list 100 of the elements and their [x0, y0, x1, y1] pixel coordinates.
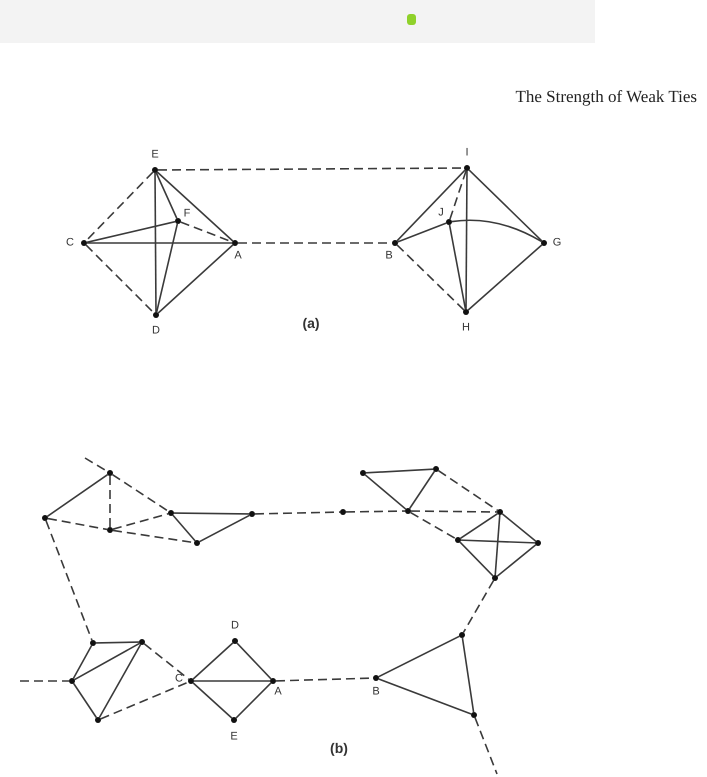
graph-node — [535, 540, 541, 546]
graph-node — [69, 678, 75, 684]
solid-line — [156, 171, 234, 242]
dashed-line — [474, 718, 498, 774]
dashed-line — [396, 244, 464, 310]
solid-line — [378, 636, 460, 678]
solid-line — [156, 224, 178, 312]
graph-node — [175, 218, 181, 224]
node-label: C — [66, 238, 74, 248]
graph-node — [231, 717, 237, 723]
solid-line — [158, 244, 234, 314]
graph-node — [360, 470, 366, 476]
graph-node — [471, 712, 477, 718]
dashed-line — [112, 513, 168, 530]
solid-line — [154, 173, 157, 312]
graph-node — [139, 639, 145, 645]
graph-node — [152, 167, 158, 173]
dashed-line — [144, 643, 190, 680]
solid-line — [174, 512, 250, 515]
solid-line — [462, 638, 474, 712]
solid-line — [502, 513, 536, 542]
graph-node — [497, 509, 503, 515]
solid-line — [47, 474, 108, 517]
dashed-line — [254, 511, 340, 515]
solid-line — [468, 244, 542, 311]
solid-line — [409, 471, 435, 509]
graph-node — [81, 240, 87, 246]
graph-node — [433, 466, 439, 472]
solid-line — [192, 682, 232, 719]
solid-line — [448, 224, 466, 310]
node-label: I — [465, 148, 469, 158]
solid-line — [74, 642, 140, 680]
dashed-line — [449, 170, 467, 220]
dashed-line — [20, 680, 69, 682]
dashed-line — [86, 244, 154, 314]
solid-line — [366, 468, 434, 474]
dashed-line — [438, 470, 498, 511]
graph-node — [194, 540, 200, 546]
dashed-line — [112, 474, 169, 512]
graph-node — [232, 240, 238, 246]
solid-line — [378, 678, 472, 715]
solid-line — [98, 644, 142, 718]
dashed-line — [100, 681, 189, 720]
solid-line — [192, 642, 234, 680]
node-label: A — [274, 686, 282, 698]
solid-line — [460, 542, 494, 576]
panel-label: (b) — [330, 741, 348, 755]
node-label: B — [385, 250, 393, 262]
solid-line — [73, 683, 97, 718]
graph-node — [446, 219, 452, 225]
solid-line — [236, 642, 272, 680]
solid-line — [194, 680, 270, 682]
node-label: B — [372, 686, 380, 698]
dashed-line — [86, 172, 154, 242]
dashed-line — [346, 510, 406, 513]
dashed-line — [411, 510, 497, 513]
node-label: F — [184, 208, 190, 220]
node-label: D — [152, 326, 160, 336]
graph-node — [107, 470, 113, 476]
node-label: H — [462, 322, 470, 334]
graph-node — [405, 508, 411, 514]
node-label: A — [234, 250, 242, 262]
solid-line — [364, 474, 406, 510]
dashed-line — [48, 518, 108, 530]
node-label: E — [151, 150, 159, 160]
page-header: The Strength of Weak Ties — [515, 86, 697, 108]
solid-line — [496, 544, 536, 577]
graph-node — [455, 537, 461, 543]
solid-line — [86, 220, 176, 244]
solid-line — [199, 514, 250, 542]
dashed-line — [84, 457, 108, 472]
node-label: D — [231, 620, 239, 632]
graph-node — [392, 240, 398, 246]
solid-line — [398, 222, 446, 243]
graph-node — [249, 511, 255, 517]
solid-line — [236, 682, 272, 718]
node-label: E — [230, 732, 238, 742]
solid-line — [156, 172, 178, 219]
solid-line — [465, 171, 468, 309]
solid-line — [494, 514, 501, 576]
solid-line — [96, 641, 140, 644]
graph-node — [107, 527, 113, 533]
graph-node — [42, 515, 48, 521]
graph-node — [95, 717, 101, 723]
graph-node — [90, 640, 96, 646]
solid-line — [452, 220, 542, 242]
solid-line — [72, 645, 92, 679]
node-label: G — [552, 238, 562, 248]
dashed-line — [410, 512, 456, 540]
dashed-line — [462, 580, 494, 633]
solid-line — [396, 170, 466, 242]
panel-label: (a) — [302, 316, 320, 330]
graph-node — [153, 312, 159, 318]
graph-node — [373, 675, 379, 681]
graph-node — [340, 509, 346, 515]
dashed-line — [45, 520, 93, 640]
dashed-line — [109, 476, 111, 527]
graph-node — [464, 165, 470, 171]
node-label: J — [438, 208, 444, 218]
dashed-line — [158, 167, 464, 171]
